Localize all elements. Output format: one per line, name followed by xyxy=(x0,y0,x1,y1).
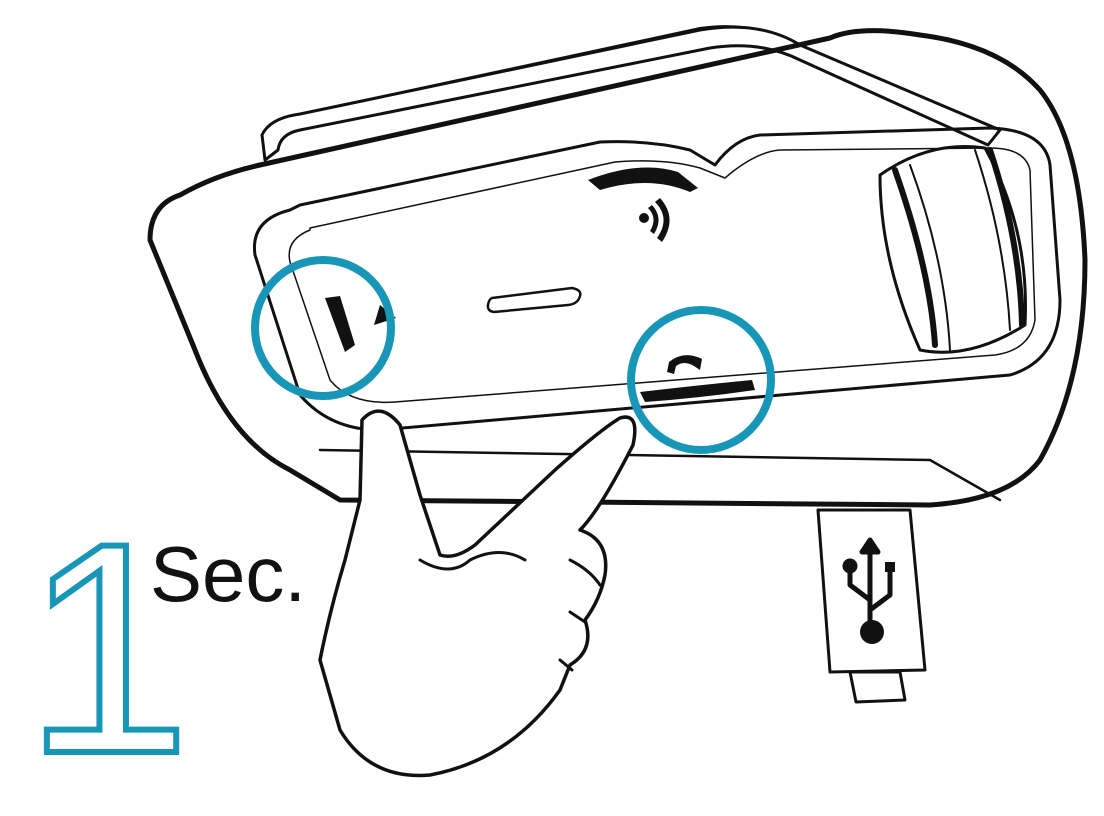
wireless-signal-icon xyxy=(639,198,670,242)
highlight-circle-phone-button xyxy=(631,310,771,450)
usb-tip xyxy=(850,672,905,702)
left-button xyxy=(325,296,355,352)
phone-handset-icon xyxy=(667,355,702,374)
duration-unit-label: Sec. xyxy=(150,535,306,613)
jog-wheel xyxy=(880,147,1026,353)
top-button xyxy=(588,168,698,193)
device-rim xyxy=(320,450,1000,500)
center-button xyxy=(488,288,580,312)
usb-symbol-icon xyxy=(845,540,895,644)
highlight-circle-left-button xyxy=(255,260,391,396)
hand-illustration xyxy=(320,411,635,775)
